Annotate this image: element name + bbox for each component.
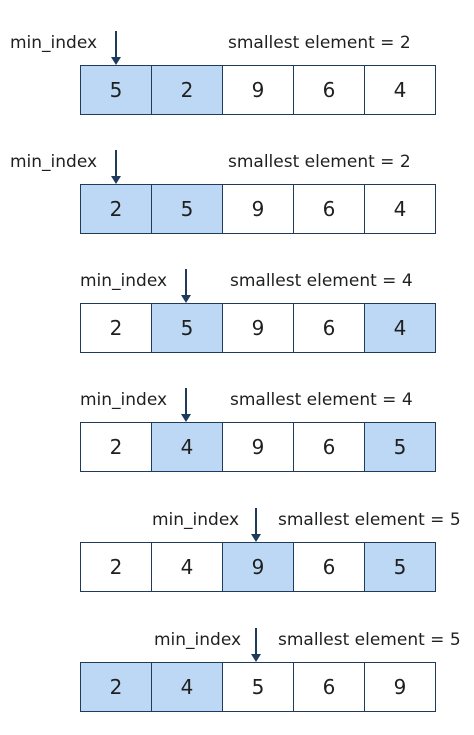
array-cell: 2 bbox=[80, 422, 152, 472]
smallest-element-label: smallest element = 5 bbox=[278, 510, 461, 530]
array-cell: 6 bbox=[293, 303, 365, 353]
array-cell-highlighted: 2 bbox=[80, 184, 152, 234]
min-index-label: min_index bbox=[154, 630, 242, 650]
smallest-element-label: smallest element = 2 bbox=[228, 33, 411, 53]
min-index-label: min_index bbox=[152, 510, 240, 530]
array-cell-highlighted: 5 bbox=[364, 422, 436, 472]
array-cell: 2 bbox=[80, 303, 152, 353]
array-cell-highlighted: 5 bbox=[151, 184, 223, 234]
array-cell-highlighted: 9 bbox=[222, 542, 294, 592]
min-index-arrow-icon bbox=[181, 388, 191, 422]
array-cell: 6 bbox=[293, 422, 365, 472]
smallest-element-label: smallest element = 2 bbox=[228, 152, 411, 172]
array-cell-highlighted: 5 bbox=[80, 65, 152, 115]
min-index-arrow-icon bbox=[251, 508, 261, 542]
min-index-arrow-icon bbox=[251, 628, 261, 662]
array-cell-highlighted: 5 bbox=[151, 303, 223, 353]
array-cell: 9 bbox=[222, 303, 294, 353]
min-index-label: min_index bbox=[80, 390, 168, 410]
array-cell: 9 bbox=[222, 65, 294, 115]
array-cell: 4 bbox=[364, 184, 436, 234]
array-cell: 6 bbox=[293, 184, 365, 234]
array-cell: 2 bbox=[80, 542, 152, 592]
smallest-element-label: smallest element = 4 bbox=[230, 390, 413, 410]
array-cell: 9 bbox=[222, 422, 294, 472]
array-cell-highlighted: 2 bbox=[151, 65, 223, 115]
min-index-label: min_index bbox=[10, 33, 98, 53]
min-index-arrow-icon bbox=[111, 150, 121, 184]
array-cell-highlighted: 2 bbox=[80, 662, 152, 712]
min-index-arrow-icon bbox=[181, 269, 191, 303]
array-cell-highlighted: 4 bbox=[364, 303, 436, 353]
array-cell: 5 bbox=[222, 662, 294, 712]
array-cell: 6 bbox=[293, 662, 365, 712]
smallest-element-label: smallest element = 4 bbox=[230, 271, 413, 291]
array-cell-highlighted: 4 bbox=[151, 422, 223, 472]
array-cell: 6 bbox=[293, 65, 365, 115]
array-cell-highlighted: 4 bbox=[151, 662, 223, 712]
min-index-arrow-icon bbox=[111, 31, 121, 65]
smallest-element-label: smallest element = 5 bbox=[278, 630, 461, 650]
array-cell-highlighted: 5 bbox=[364, 542, 436, 592]
array-cell: 4 bbox=[151, 542, 223, 592]
array-cell: 9 bbox=[222, 184, 294, 234]
array-cell: 4 bbox=[364, 65, 436, 115]
min-index-label: min_index bbox=[10, 152, 98, 172]
array-cell: 6 bbox=[293, 542, 365, 592]
min-index-label: min_index bbox=[80, 271, 168, 291]
array-cell: 9 bbox=[364, 662, 436, 712]
